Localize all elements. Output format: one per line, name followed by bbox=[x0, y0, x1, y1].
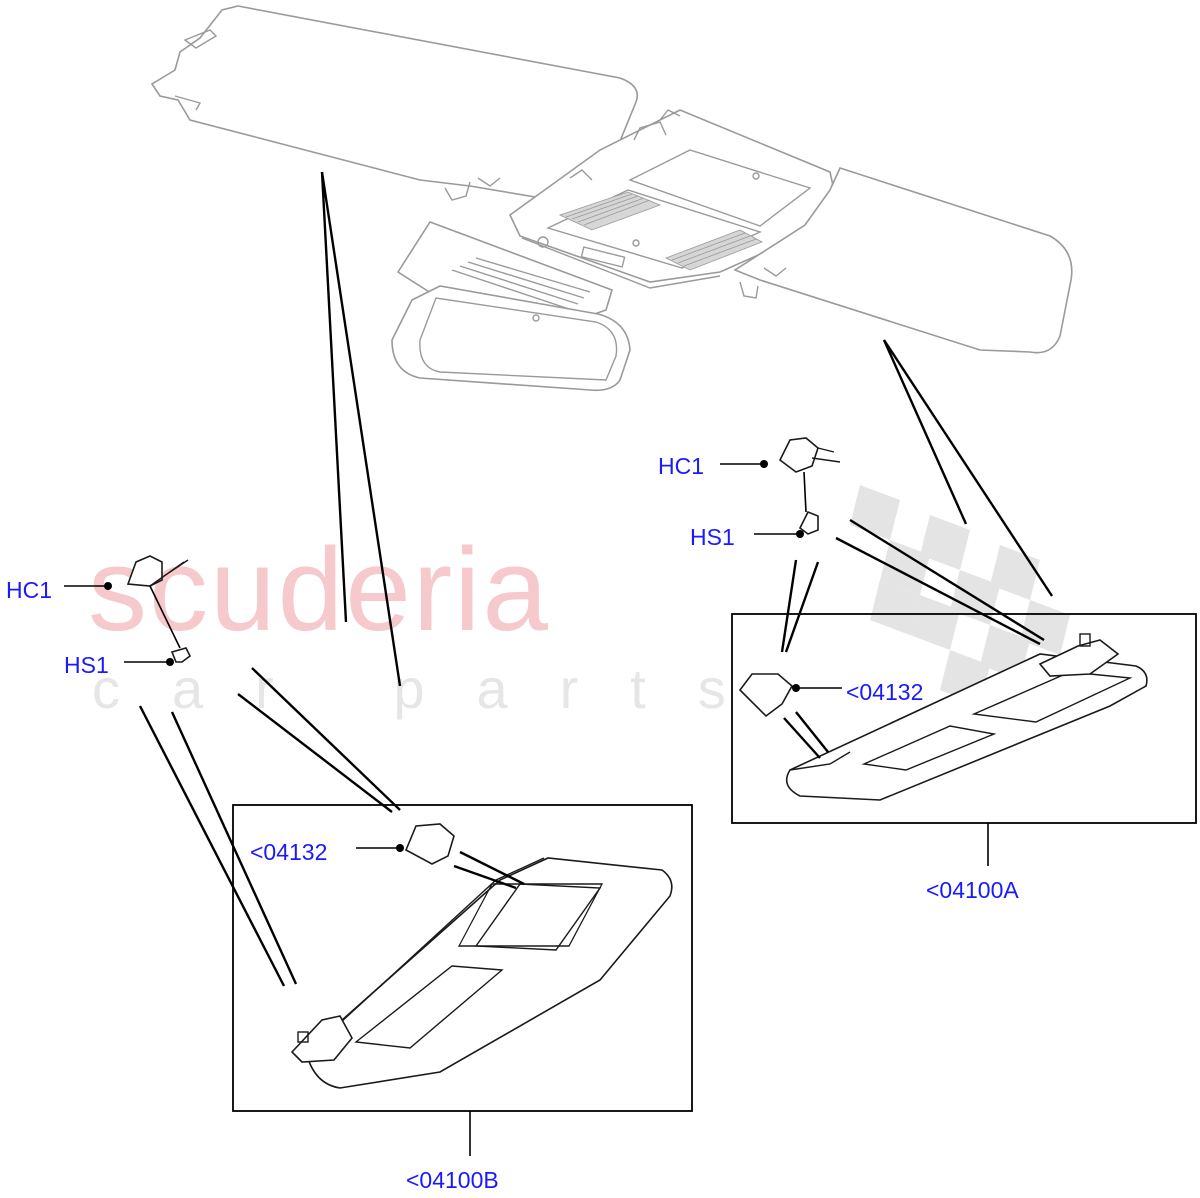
right-hook-clip bbox=[778, 437, 819, 473]
callout-hc1-right[interactable]: HC1 bbox=[658, 453, 704, 479]
watermark-subtitle: car parts bbox=[92, 657, 778, 720]
rear-view-mirror bbox=[391, 285, 631, 392]
right-visor-leaders bbox=[780, 518, 1045, 653]
right-hook-clip-group bbox=[720, 437, 841, 538]
left-visor-leaders bbox=[138, 667, 401, 987]
callout-labels: HC1 HS1 HC1 HS1 <04132 <04132 <04100A <0… bbox=[6, 453, 1019, 1193]
left-visor-clip bbox=[404, 823, 455, 865]
right-visor-box bbox=[731, 613, 1197, 866]
left-sun-visor bbox=[305, 857, 673, 1089]
right-sun-visor bbox=[785, 653, 1148, 801]
left-hook-screw bbox=[170, 647, 192, 663]
stowed-left-visor bbox=[150, 5, 639, 205]
callout-visor-right[interactable]: <04100A bbox=[926, 877, 1019, 903]
right-hook-screw bbox=[798, 510, 819, 535]
watermark-brand: scuderia bbox=[88, 524, 550, 656]
callout-visor-left[interactable]: <04100B bbox=[406, 1167, 499, 1193]
stowed-right-visor bbox=[733, 167, 1073, 354]
right-visor-pivot bbox=[1038, 639, 1120, 677]
callout-clip-right[interactable]: <04132 bbox=[846, 679, 923, 705]
right-visor-clip bbox=[738, 673, 794, 718]
watermark: scuderia car parts bbox=[88, 485, 1095, 730]
callout-hc1-left[interactable]: HC1 bbox=[6, 577, 52, 603]
left-visor-pivot bbox=[290, 1015, 353, 1063]
left-visor-box bbox=[232, 804, 693, 1156]
console-grille-right bbox=[665, 229, 763, 271]
overhead-assembly-outline bbox=[150, 5, 1073, 392]
callout-hs1-right[interactable]: HS1 bbox=[690, 524, 735, 550]
callout-clip-left[interactable]: <04132 bbox=[250, 839, 327, 865]
console-grille-left bbox=[558, 191, 662, 231]
leader-lines bbox=[320, 171, 1054, 687]
callout-hs1-left[interactable]: HS1 bbox=[64, 652, 109, 678]
left-hook-clip-group bbox=[64, 555, 192, 666]
